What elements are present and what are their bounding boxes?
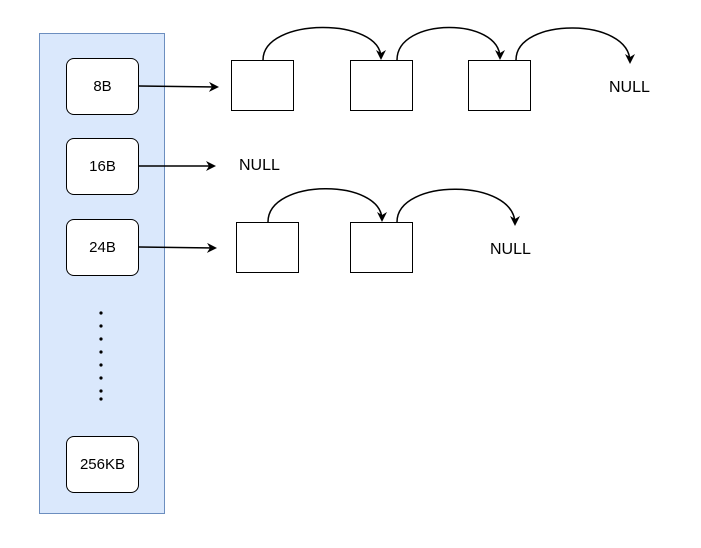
size-class-label: 256KB xyxy=(79,456,126,473)
size-class-256kb: 256KB xyxy=(66,436,139,493)
null-terminator: NULL xyxy=(609,79,650,96)
null-terminator: NULL xyxy=(490,241,531,258)
null-terminator: NULL xyxy=(239,157,280,174)
memory-block xyxy=(350,222,413,273)
ellipsis-vertical-icon xyxy=(99,311,103,401)
memory-block xyxy=(236,222,299,273)
memory-block xyxy=(350,60,413,111)
size-class-label: 8B xyxy=(93,78,112,95)
size-class-24b: 24B xyxy=(66,219,139,276)
next-pointer-arrow xyxy=(267,188,387,223)
next-pointer-arrow xyxy=(515,27,635,64)
next-pointer-arrow xyxy=(396,188,520,226)
size-class-label: 24B xyxy=(89,239,116,256)
head-pointer-arrow xyxy=(138,242,217,253)
head-pointer-arrow xyxy=(138,81,219,92)
size-class-8b: 8B xyxy=(66,58,139,115)
size-class-label: 16B xyxy=(89,158,116,175)
memory-block xyxy=(468,60,531,111)
size-class-16b: 16B xyxy=(66,138,139,195)
next-pointer-arrow xyxy=(396,26,505,61)
memory-block xyxy=(231,60,294,111)
next-pointer-arrow xyxy=(262,26,386,61)
